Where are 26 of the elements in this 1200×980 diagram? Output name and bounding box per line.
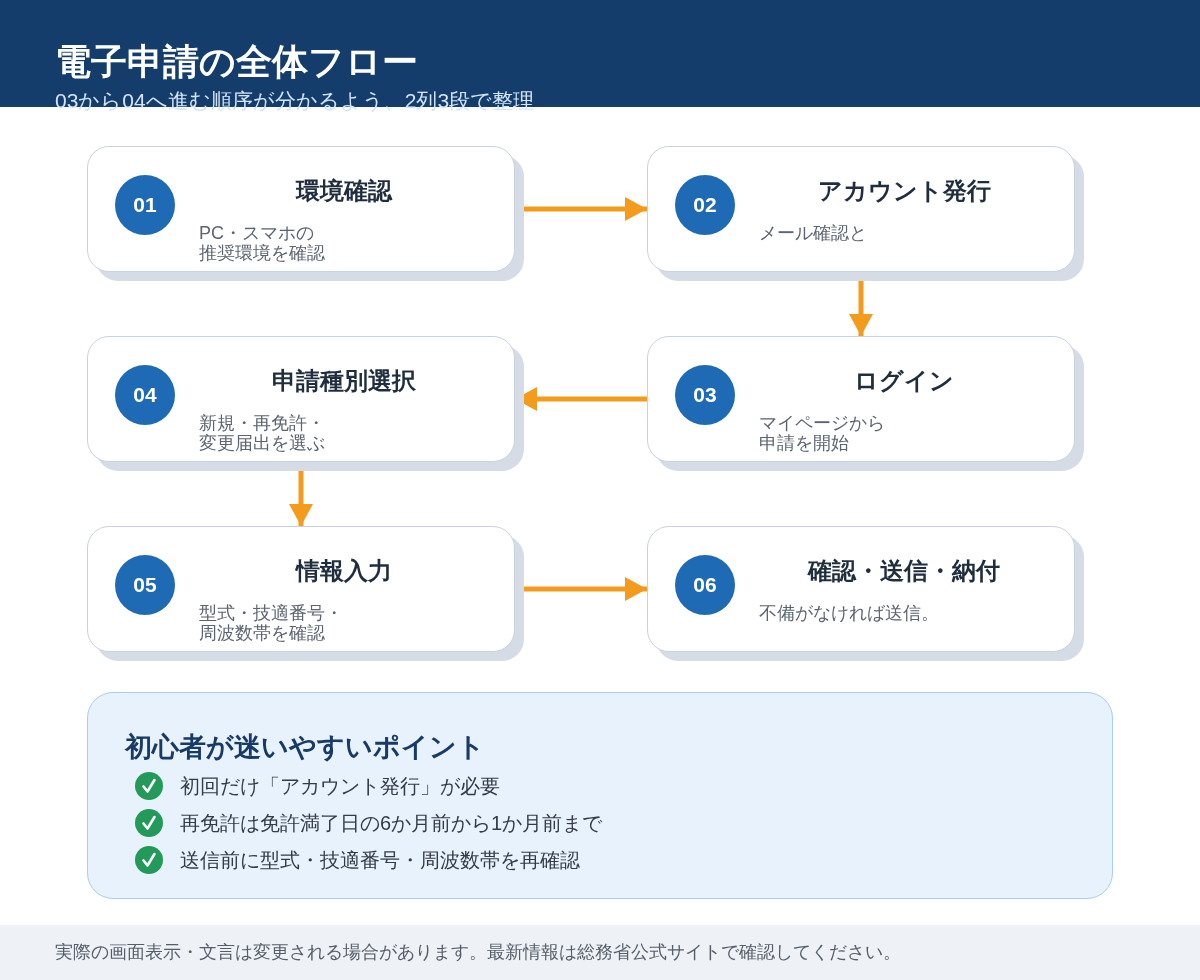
step-number: 01 — [115, 175, 175, 235]
step-number: 04 — [115, 365, 175, 425]
step-number: 03 — [675, 365, 735, 425]
step-number: 02 — [675, 175, 735, 235]
tip-text: 再免許は免許満了日の6か月前から1か月前まで — [180, 810, 603, 836]
step-title: 環境確認 — [296, 177, 392, 204]
tip-text: 送信前に型式・技適番号・周波数帯を再確認 — [180, 847, 580, 873]
step-description: 不備がなければ送信。 — [759, 603, 939, 623]
subtitle: 03から04へ進む順序が分かるよう、2列3段で整理 — [55, 89, 535, 112]
step-description: メール確認と — [759, 223, 867, 243]
step-number: 05 — [115, 555, 175, 615]
step-title: アカウント発行 — [817, 177, 991, 204]
tips-panel — [87, 692, 1113, 899]
step-title: 確認・送信・納付 — [808, 557, 1000, 584]
step-number: 06 — [675, 555, 735, 615]
page-title: 電子申請の全体フロー — [55, 41, 418, 82]
tips-heading: 初心者が迷いやすいポイント — [125, 732, 485, 762]
step-title: 情報入力 — [296, 557, 392, 584]
footer-note: 実際の画面表示・文言は変更される場合があります。最新情報は総務省公式サイトで確認してください。 — [55, 941, 901, 965]
step-description: 新規・再免許・変更届出を選ぶ — [199, 413, 325, 453]
step-description: マイページから申請を開始 — [759, 413, 885, 453]
tip-text: 初回だけ「アカウント発行」が必要 — [180, 773, 500, 799]
step-title: 申請種別選択 — [272, 367, 416, 394]
step-title: ログイン — [854, 367, 954, 394]
step-description: 型式・技適番号・周波数帯を確認 — [199, 603, 343, 643]
step-description: PC・スマホの推奨環境を確認 — [199, 223, 325, 263]
